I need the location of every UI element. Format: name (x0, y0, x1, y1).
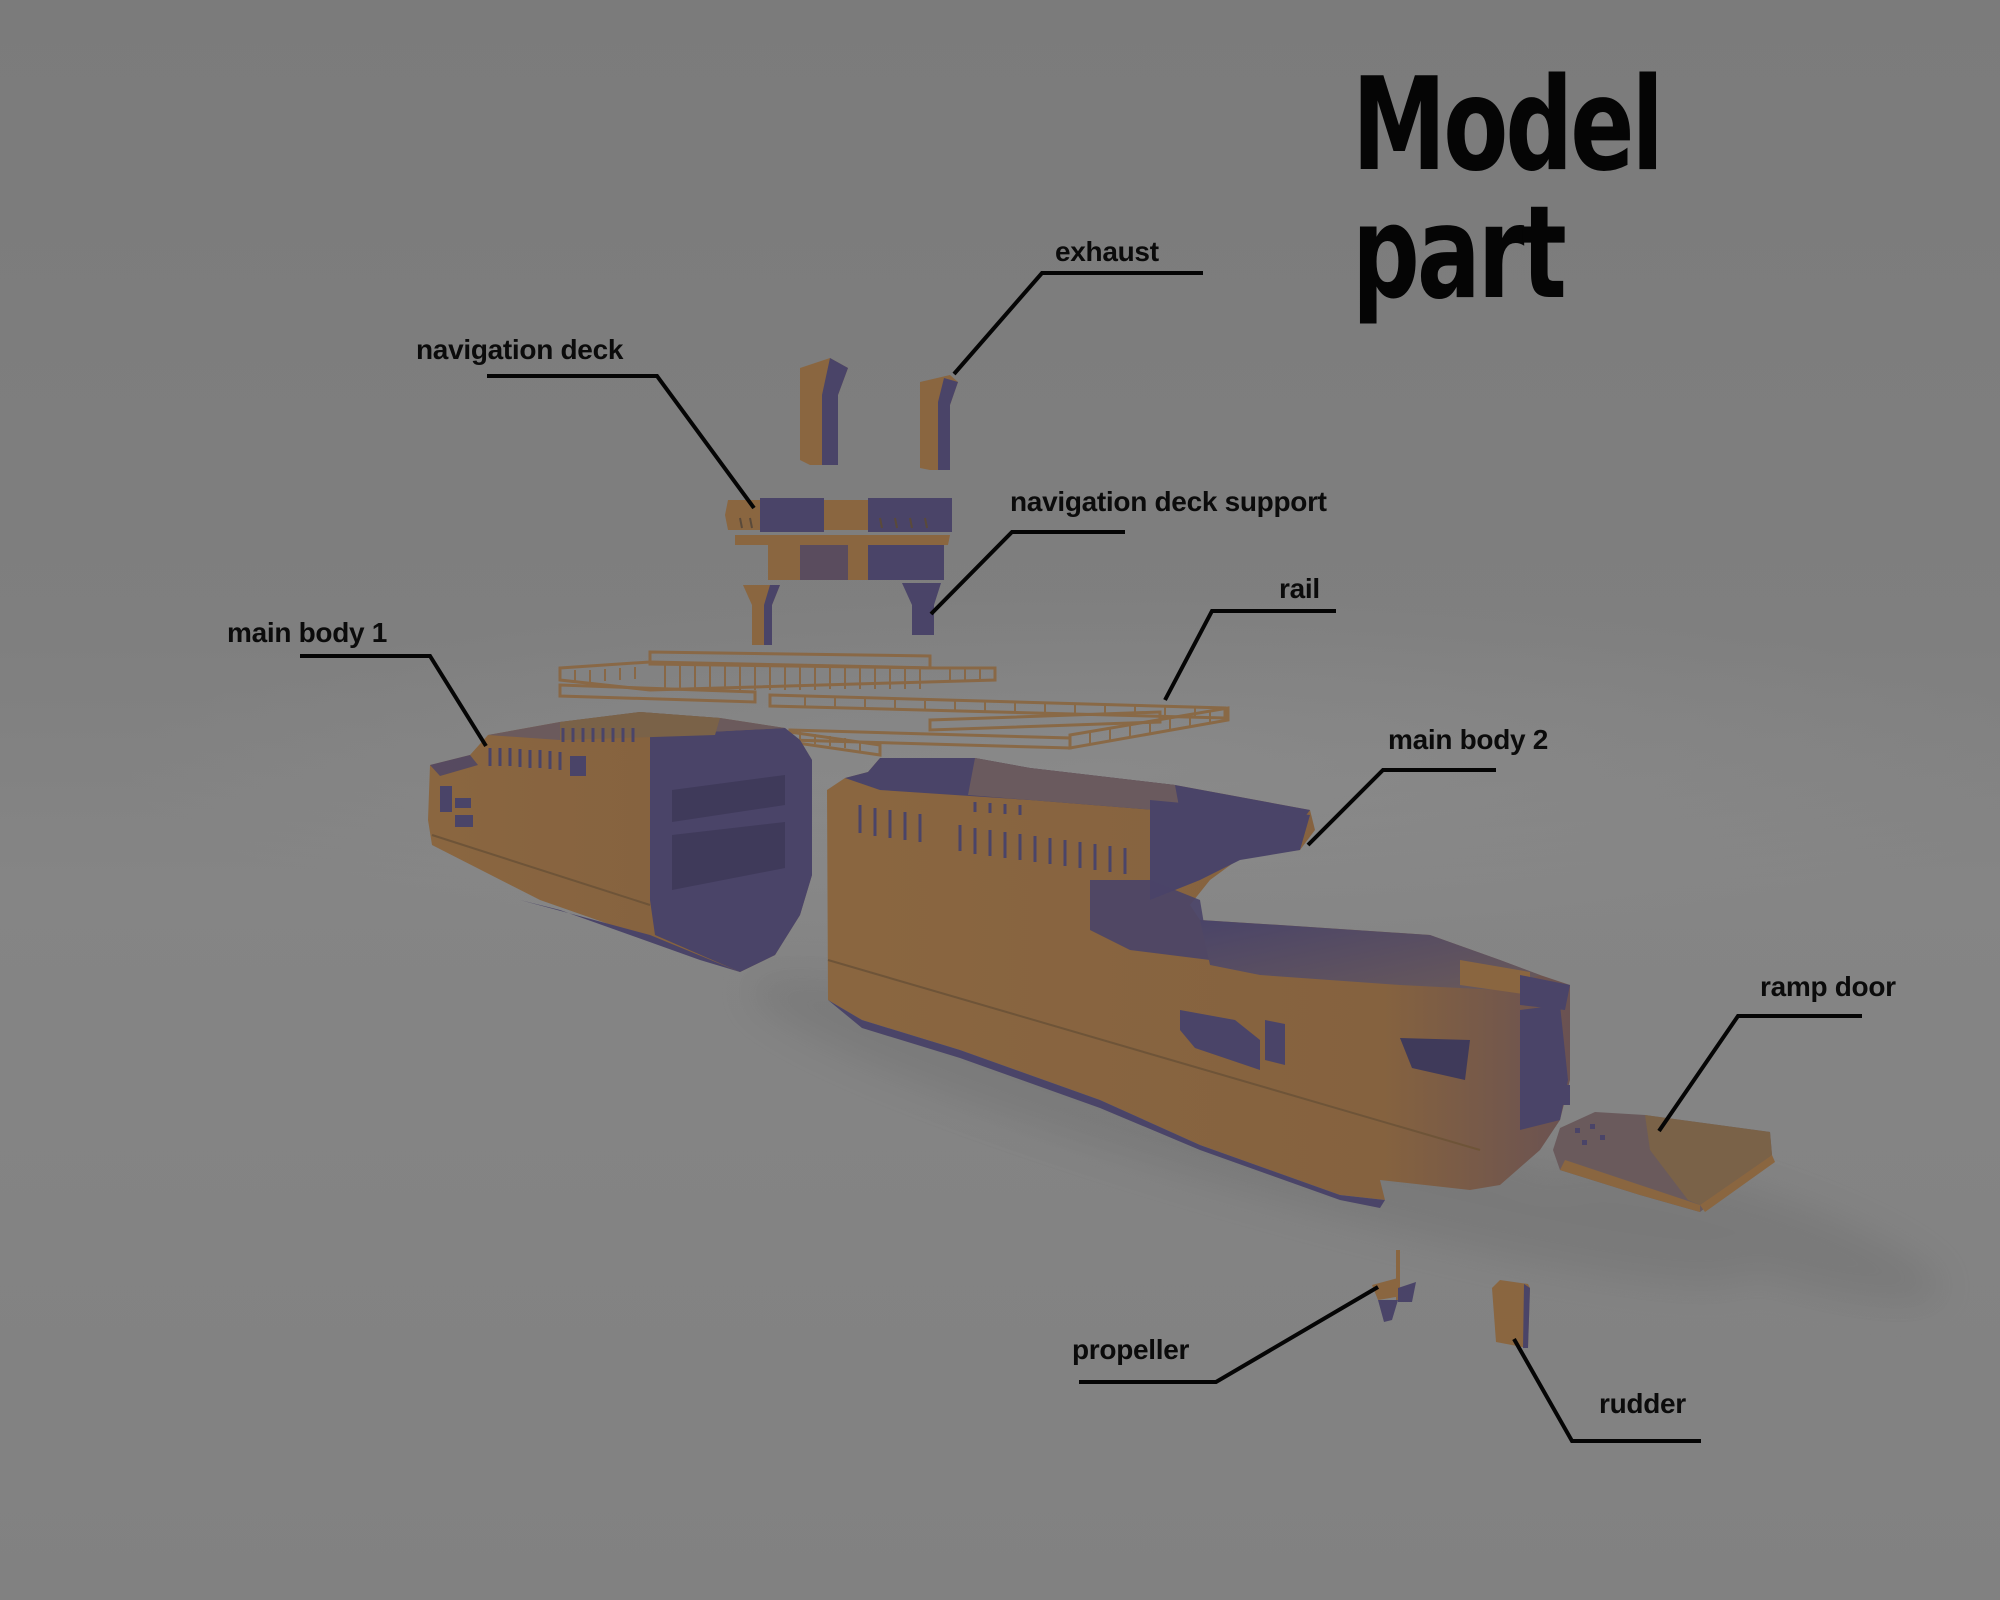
leader-main-body-2 (1306, 768, 1496, 847)
label-rail: rail (1279, 573, 1320, 604)
main-body-1-part[interactable] (428, 712, 812, 972)
label-navigation-deck: navigation deck (416, 334, 624, 365)
leader-navigation-deck (487, 374, 756, 510)
main-body-2-part[interactable] (827, 758, 1570, 1208)
leader-propeller (1079, 1285, 1380, 1384)
propeller-part[interactable] (1372, 1250, 1416, 1322)
leader-main-body-1 (300, 654, 488, 748)
label-main-body-2: main body 2 (1388, 724, 1549, 755)
ramp-door-part[interactable] (1553, 1112, 1775, 1212)
page-title: Model part (1352, 51, 1664, 328)
leader-ramp-door (1657, 1014, 1862, 1133)
label-rudder: rudder (1599, 1388, 1686, 1419)
label-main-body-1: main body 1 (227, 617, 388, 648)
rudder-part[interactable] (1492, 1280, 1530, 1348)
leader-rail (1163, 609, 1336, 701)
navigation-deck-part[interactable] (725, 498, 952, 580)
label-ramp-door: ramp door (1760, 971, 1896, 1002)
navigation-deck-support-part[interactable] (743, 583, 941, 645)
exhaust-part[interactable] (800, 358, 958, 470)
label-propeller: propeller (1072, 1334, 1190, 1365)
leader-navigation-deck-support (929, 530, 1125, 616)
leader-rudder (1512, 1338, 1701, 1443)
label-exhaust: exhaust (1055, 236, 1159, 267)
label-navigation-deck-support: navigation deck support (1010, 486, 1327, 517)
leader-exhaust (952, 271, 1203, 376)
leader-lines (300, 271, 1862, 1443)
